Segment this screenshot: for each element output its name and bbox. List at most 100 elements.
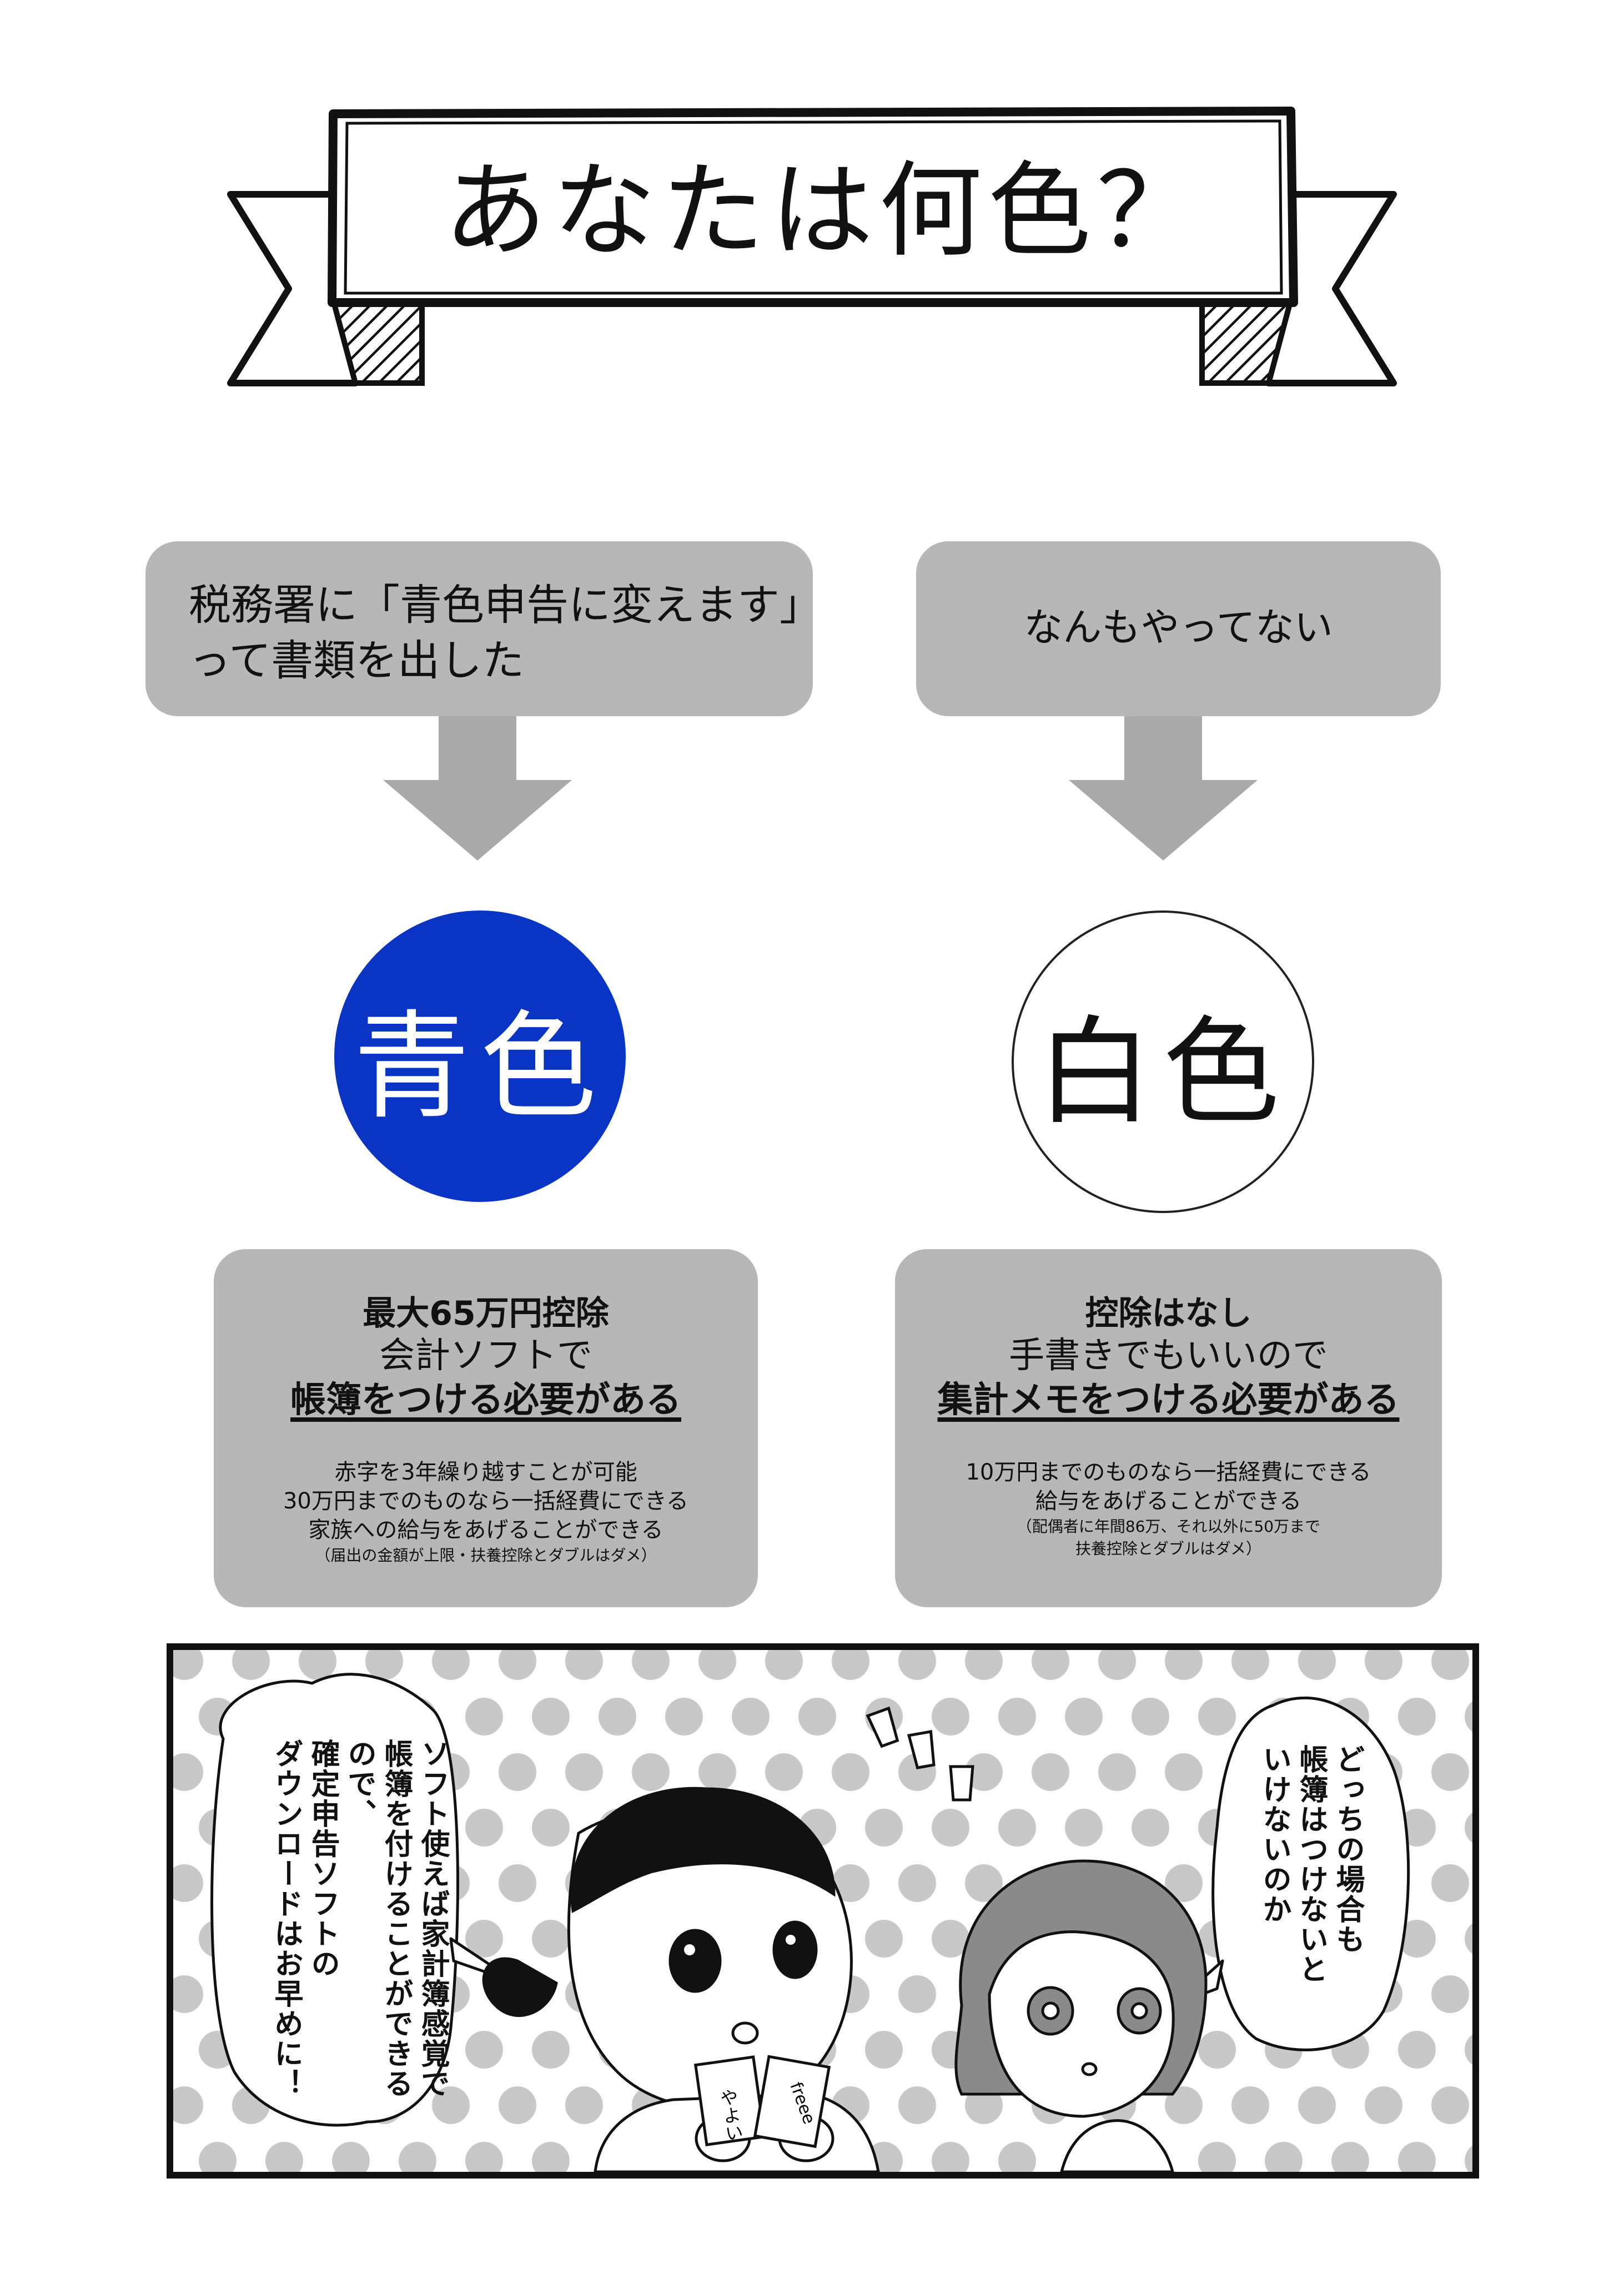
background-dot <box>173 2086 203 2124</box>
background-dot <box>698 1753 736 1791</box>
down-arrow-icon <box>1069 716 1258 861</box>
background-dot <box>998 1698 1036 1735</box>
background-dot <box>798 1698 836 1735</box>
left-bubble-text: ソフト使えば家計簿感覚で 帳簿を付けることができるので、 確定申告ソフトの ダウ… <box>268 1739 451 2105</box>
right-bubble-line-2: 帳簿はつけないと <box>1294 1744 1328 1984</box>
background-dot <box>1098 1753 1136 1791</box>
background-dot <box>765 1753 803 1791</box>
background-dot <box>1165 1650 1203 1680</box>
background-dot <box>1465 1812 1472 1843</box>
background-dot <box>499 1650 536 1680</box>
blue-note-2: 30万円までのものなら一括経費にできる <box>283 1488 689 1514</box>
background-dot <box>898 1864 936 1902</box>
background-dot <box>698 1650 736 1680</box>
left-bubble-line-4: ダウンロードはお早めに！ <box>269 1739 303 2099</box>
background-dot <box>632 1753 670 1791</box>
left-bubble-line-2: 帳簿を付けることができるので、 <box>343 1739 413 2099</box>
background-dot <box>965 1753 1003 1791</box>
background-dot <box>173 1864 203 1902</box>
background-dot <box>865 2031 903 2069</box>
background-dot <box>865 1920 903 1958</box>
blue-condition-box <box>145 541 813 716</box>
background-dot <box>1431 1975 1469 2013</box>
background-dot <box>1465 1701 1472 1732</box>
page-title: あなたは何色？ <box>443 150 1205 271</box>
background-dot <box>465 2031 503 2069</box>
speech-bubble-right <box>1211 1696 1410 2051</box>
background-dot <box>1365 2086 1402 2124</box>
white-result-circle: 白色 <box>1012 910 1314 1213</box>
background-dot <box>332 2142 370 2172</box>
background-dot <box>1331 2142 1369 2172</box>
background-dot <box>465 1698 503 1735</box>
background-dot <box>832 1650 869 1680</box>
background-dot <box>1198 1698 1236 1735</box>
background-dot <box>565 1753 603 1791</box>
white-requirement: 集計メモをつける必要がある <box>937 1380 1400 1421</box>
background-dot <box>432 2086 470 2124</box>
background-dot <box>1231 2086 1269 2124</box>
background-dot <box>998 1809 1036 1847</box>
background-dot <box>732 1698 770 1735</box>
background-dot <box>1398 1698 1436 1735</box>
speech-bubble-left <box>210 1673 459 2127</box>
background-dot <box>898 2086 936 2124</box>
background-dot <box>832 1864 869 1902</box>
background-dot <box>1398 2031 1436 2069</box>
background-dot <box>232 1650 270 1680</box>
background-dot <box>865 1809 903 1847</box>
background-dot <box>1365 1650 1402 1680</box>
blue-result-circle: 青色 <box>334 910 626 1202</box>
background-dot <box>432 1650 470 1680</box>
blue-footnote: （届出の金額が上限・扶養控除とダブルはダメ） <box>315 1546 657 1564</box>
white-footnote-1: （配偶者に年間86万、それ以外に50万まで <box>1016 1517 1321 1536</box>
background-dot <box>1165 1864 1203 1902</box>
background-dot <box>998 2142 1036 2172</box>
background-dot <box>299 1650 336 1680</box>
blue-details-box: 最大65万円控除 会計ソフトで 帳簿をつける必要がある 赤字を3年繰り越すことが… <box>214 1249 758 1607</box>
blue-requirement: 帳簿をつける必要がある <box>290 1380 681 1421</box>
background-dot <box>1265 2142 1303 2172</box>
white-condition-box <box>916 541 1441 716</box>
background-dot <box>1065 1698 1103 1735</box>
background-dot <box>1465 2034 1472 2065</box>
background-dot <box>765 1650 803 1680</box>
blue-result-label: 青色 <box>353 998 607 1135</box>
background-dot <box>1431 1753 1469 1791</box>
background-dot <box>1298 2086 1336 2124</box>
background-dot <box>1165 1753 1203 1791</box>
background-dot <box>465 1920 503 1958</box>
background-dot <box>465 1809 503 1847</box>
background-dot <box>965 1864 1003 1902</box>
white-condition-text: なんもやってない <box>1024 605 1333 650</box>
background-dot <box>932 1920 969 1958</box>
white-note-2: 給与をあげることができる <box>1035 1488 1302 1514</box>
background-dot <box>565 2086 603 2124</box>
software-cards: やよい freee <box>693 2055 831 2149</box>
blue-note-1: 赤字を3年繰り越すことが可能 <box>334 1460 637 1485</box>
blue-condition-line-2: って書類を出した <box>189 636 525 685</box>
right-bubble-text: どっちの場合も 帳簿はつけないと いけないのか <box>1256 1744 1366 2033</box>
background-dot <box>1398 2142 1436 2172</box>
background-dot <box>965 2086 1003 2124</box>
left-bubble-line-1: ソフト使えば家計簿感覚で <box>416 1739 449 2099</box>
background-dot <box>632 1650 670 1680</box>
background-dot <box>1431 2086 1469 2124</box>
background-dot <box>532 2142 570 2172</box>
surprise-marks <box>866 1706 974 1802</box>
background-dot <box>665 1698 703 1735</box>
background-dot <box>565 1650 603 1680</box>
panel-art: やよい freee <box>173 1650 1472 2172</box>
background-dot <box>173 1753 203 1791</box>
background-dot <box>532 1920 570 1958</box>
background-dot <box>265 2142 303 2172</box>
background-dot <box>199 2142 237 2172</box>
background-dot <box>1065 1809 1103 1847</box>
woman-character <box>954 1859 1208 2172</box>
background-dot <box>499 1864 536 1902</box>
blue-note-3: 家族への給与をあげることができる <box>308 1517 663 1543</box>
background-dot <box>832 1753 869 1791</box>
white-result-label: 白色 <box>1036 1004 1290 1140</box>
background-dot <box>1132 1809 1169 1847</box>
right-bubble-line-1: どっちの場合も <box>1331 1744 1364 1954</box>
